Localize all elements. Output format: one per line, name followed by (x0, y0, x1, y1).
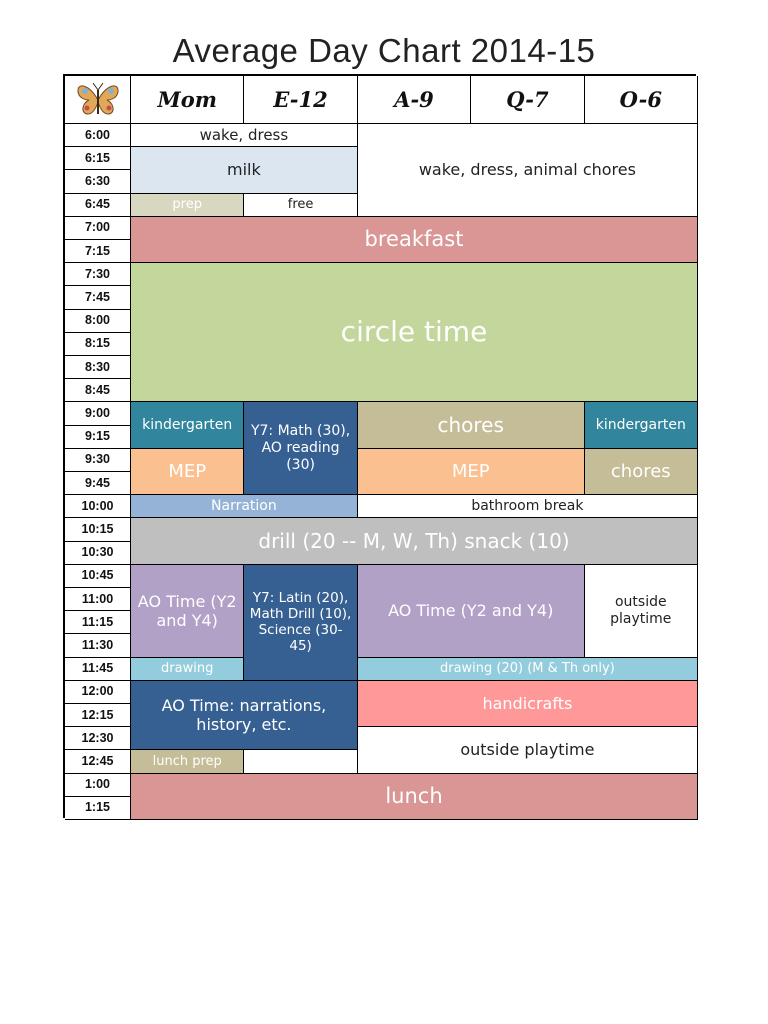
activity-drawing-aqo: drawing (20) (M & Th only) (357, 657, 698, 681)
activity-kindergarten-mom: kindergarten (131, 402, 245, 449)
activity-chores-aq: chores (357, 402, 585, 449)
time-label: 6:15 (65, 147, 131, 171)
time-label: 7:00 (65, 216, 131, 240)
column-header-1: E-12 (244, 76, 358, 124)
column-header-3: Q-7 (471, 76, 585, 124)
time-label: 9:30 (65, 448, 131, 472)
activity-ao-time-aq: AO Time (Y2 and Y4) (357, 564, 585, 658)
activity-blank-e (244, 750, 358, 774)
activity-ao-time-mom: AO Time (Y2 and Y4) (131, 564, 245, 658)
time-label: 12:00 (65, 680, 131, 704)
time-label: 7:45 (65, 286, 131, 310)
time-label: 11:45 (65, 657, 131, 681)
activity-kindergarten-o: kindergarten (584, 402, 698, 449)
activity-mep-aq: MEP (357, 448, 585, 496)
time-label: 8:30 (65, 356, 131, 380)
activity-outside-playtime-aqo: outside playtime (357, 727, 698, 774)
time-label: 10:45 (65, 564, 131, 588)
activity-free: free (244, 193, 358, 217)
activity-circle-time: circle time (131, 263, 698, 403)
activity-chores-o: chores (584, 448, 698, 496)
time-label: 10:00 (65, 495, 131, 519)
activity-y7-math-ao-reading: Y7: Math (30), AO reading (30) (244, 402, 358, 496)
time-label: 11:15 (65, 611, 131, 635)
activity-milk: milk (131, 147, 358, 194)
column-header-4: O-6 (584, 76, 698, 124)
activity-narration: Narration (131, 495, 358, 519)
activity-prep: prep (131, 193, 245, 217)
activity-bathroom-break: bathroom break (357, 495, 698, 519)
time-label: 1:00 (65, 773, 131, 797)
activity-lunch-prep: lunch prep (131, 750, 245, 774)
column-header-0: Mom (131, 76, 245, 124)
activity-outside-playtime-o: outside playtime (584, 564, 698, 658)
activity-mep-mom: MEP (131, 448, 245, 496)
time-label: 12:15 (65, 704, 131, 728)
time-label: 6:00 (65, 124, 131, 148)
time-label: 12:30 (65, 727, 131, 751)
column-header-2: A-9 (357, 76, 472, 124)
time-label: 8:00 (65, 309, 131, 333)
activity-y7-latin-math-science: Y7: Latin (20), Math Drill (10), Science… (244, 564, 358, 681)
logo-cell (65, 76, 131, 124)
time-label: 7:15 (65, 240, 131, 264)
activity-drawing-mom: drawing (131, 657, 245, 681)
time-label: 8:15 (65, 332, 131, 356)
activity-wake-dress-animal-chores: wake, dress, animal chores (357, 124, 698, 217)
time-label: 1:15 (65, 796, 131, 820)
activity-drill-snack: drill (20 -- M, W, Th) snack (10) (131, 518, 698, 565)
butterfly-icon (76, 82, 119, 115)
time-label: 9:15 (65, 425, 131, 449)
time-label: 8:45 (65, 379, 131, 403)
activity-breakfast: breakfast (131, 216, 698, 264)
activity-lunch: lunch (131, 773, 698, 820)
time-label: 9:00 (65, 402, 131, 426)
time-label: 6:30 (65, 170, 131, 194)
activity-handicrafts: handicrafts (357, 680, 698, 728)
time-label: 7:30 (65, 263, 131, 287)
activity-ao-time-narrations: AO Time: narrations, history, etc. (131, 680, 358, 751)
time-label: 11:30 (65, 634, 131, 658)
time-label: 10:30 (65, 541, 131, 565)
time-label: 6:45 (65, 193, 131, 217)
activity-wake-dress: wake, dress (131, 124, 358, 148)
time-label: 9:45 (65, 472, 131, 496)
time-label: 12:45 (65, 750, 131, 774)
page-title: Average Day Chart 2014-15 (172, 32, 596, 69)
time-label: 10:15 (65, 518, 131, 542)
time-label: 11:00 (65, 588, 131, 612)
